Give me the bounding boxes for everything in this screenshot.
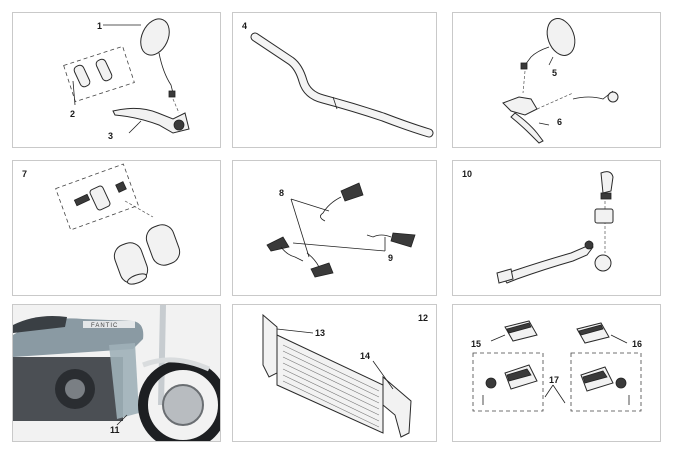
mirror-lever-illustration xyxy=(502,18,619,144)
panel-motorcycle-photo[interactable]: FANTIC 11 xyxy=(12,304,221,442)
gear-shift-lever-illustration xyxy=(496,171,614,284)
callout-13: 13 xyxy=(315,328,326,338)
callout-3: 3 xyxy=(108,131,114,141)
callout-8: 8 xyxy=(279,188,285,198)
panel-handlebar[interactable]: 4 xyxy=(232,12,437,148)
panel-mirror-lever[interactable]: 5 6 xyxy=(452,12,661,148)
callout-5: 5 xyxy=(552,68,558,78)
radiator-core xyxy=(282,344,380,428)
bar-ends-grips-illustration xyxy=(55,163,181,285)
mirror-grips-lever-illustration xyxy=(63,18,190,134)
callout-12: 12 xyxy=(418,313,429,323)
handlebar-illustration xyxy=(250,32,434,138)
panel-radiator-guards[interactable]: 12 13 14 xyxy=(232,304,437,442)
callout-4: 4 xyxy=(242,21,248,31)
callout-15: 15 xyxy=(471,339,482,349)
motorcycle-photo xyxy=(13,305,220,441)
callout-17: 17 xyxy=(549,375,560,385)
panel-bar-ends-grips[interactable]: 7 xyxy=(12,160,221,296)
callout-14: 14 xyxy=(360,351,371,361)
callout-1: 1 xyxy=(97,21,103,31)
tank-badge: FANTIC xyxy=(91,323,119,329)
panel-gear-shift-lever[interactable]: 10 xyxy=(452,160,661,296)
radiator-guards-illustration xyxy=(262,313,412,438)
turn-indicators-illustration xyxy=(266,182,416,278)
callout-16: 16 xyxy=(632,339,643,349)
callout-6: 6 xyxy=(557,117,563,127)
panel-mirror-grips-lever[interactable]: 1 2 3 xyxy=(12,12,221,148)
callout-7: 7 xyxy=(22,169,28,179)
callout-10: 10 xyxy=(462,169,473,179)
callout-2: 2 xyxy=(70,109,76,119)
footrests-illustration xyxy=(472,320,642,412)
panel-turn-indicators[interactable]: 8 9 xyxy=(232,160,437,296)
callout-9: 9 xyxy=(388,253,394,263)
callout-11: 11 xyxy=(110,425,120,435)
panel-footrests[interactable]: 15 16 17 xyxy=(452,304,661,442)
